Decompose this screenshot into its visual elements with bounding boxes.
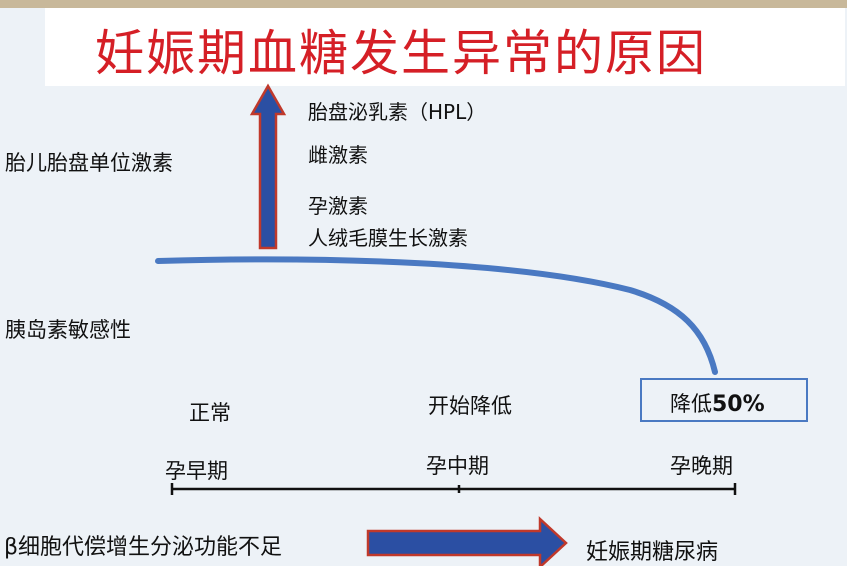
cause-beta-cell: β细胞代偿增生分泌功能不足 (4, 535, 283, 560)
timeline-early: 孕早期 (165, 459, 228, 483)
insulin-sensitivity-curve (155, 256, 718, 375)
page-title: 妊娠期血糖发生异常的原因 (95, 25, 708, 82)
level-decline-50-value: 50% (712, 392, 765, 417)
label-insulin-sensitivity: 胰岛素敏感性 (5, 318, 131, 342)
increase-arrow (249, 83, 287, 250)
level-start-decline: 开始降低 (428, 394, 512, 418)
level-decline-50-box: 降低50% (640, 378, 808, 422)
result-arrow (366, 516, 568, 566)
result-gdm: 妊娠期糖尿病 (586, 540, 719, 565)
level-decline-50: 降低50% (670, 388, 765, 418)
timeline-late: 孕晚期 (670, 454, 733, 478)
hormone-progesterone: 孕激素 (308, 194, 368, 218)
hormone-hgh: 人绒毛膜生长激素 (308, 226, 468, 250)
hormone-estrogen: 雌激素 (308, 143, 368, 167)
level-decline-50-prefix: 降低 (670, 392, 712, 416)
label-fetal-placental-hormones: 胎儿胎盘单位激素 (5, 151, 173, 175)
hormone-hpl: 胎盘泌乳素（HPL） (308, 100, 487, 124)
title-banner (45, 8, 845, 86)
timeline-mid: 孕中期 (426, 454, 489, 478)
level-normal: 正常 (189, 401, 231, 425)
timeline-axis (170, 483, 737, 495)
top-image-strip (0, 0, 847, 8)
